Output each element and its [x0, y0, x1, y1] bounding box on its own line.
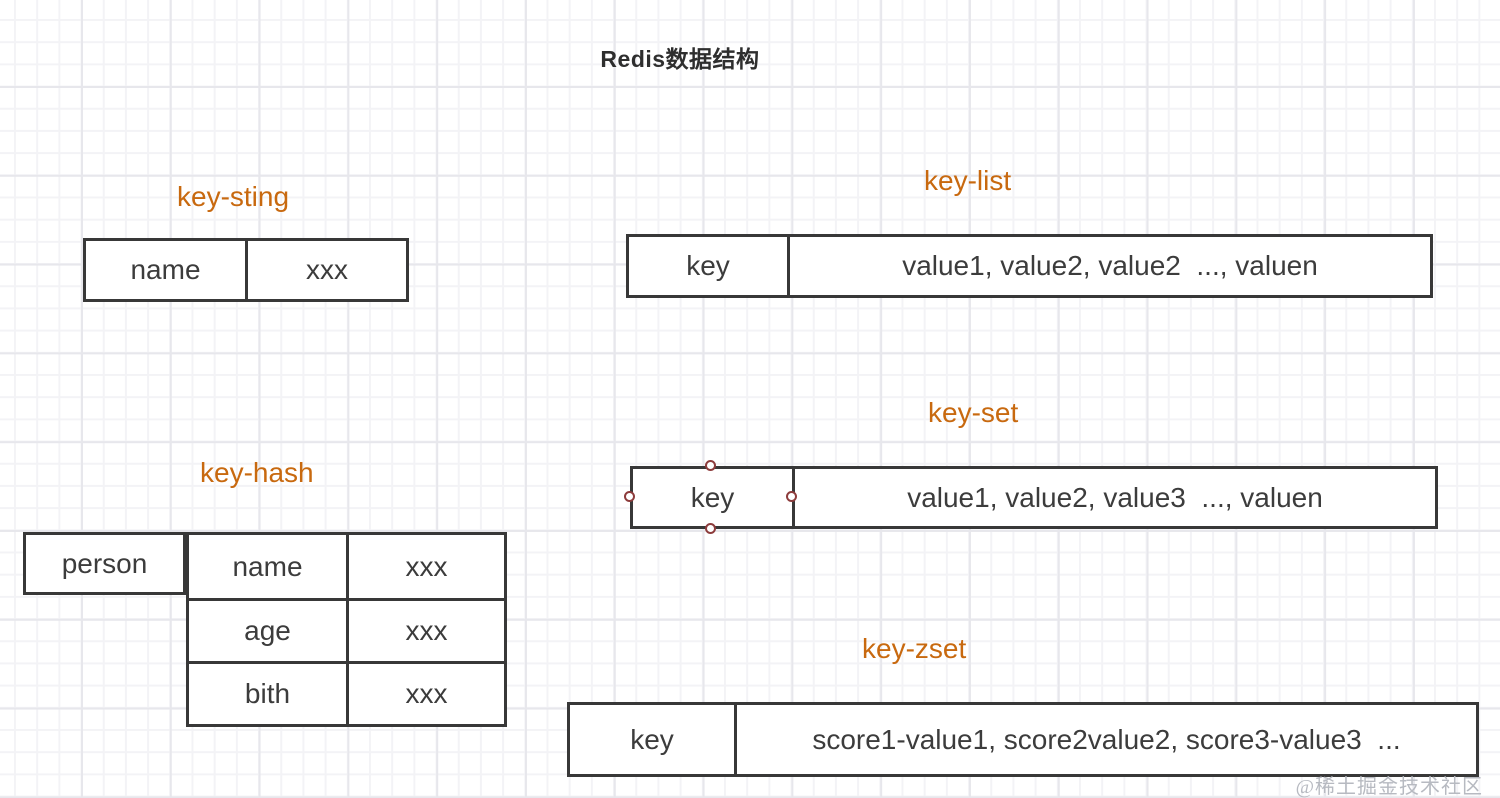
key-cell: name: [130, 254, 201, 285]
key-list-label: key-list: [924, 165, 1012, 196]
value-cell: score1-value1, score2value2, score3-valu…: [734, 705, 1476, 774]
watermark: @稀土掘金技术社区: [1295, 776, 1483, 798]
key-cell: key: [630, 723, 674, 755]
field-cell: bith: [244, 678, 291, 709]
key-list-table: key value1, value2, value2 ..., valuen: [626, 234, 1433, 298]
value-cell: value1, value2, value2 ..., valuen: [787, 237, 1430, 295]
table-row: bith xxx: [189, 661, 504, 724]
key-cell: key: [690, 481, 735, 513]
diagram-title: Redis数据结构: [600, 46, 760, 72]
key-string-table: name xxx: [83, 238, 409, 302]
selection-handle-bottom-icon: [705, 523, 716, 534]
value-cell: value1, value2, value3 ..., valuen: [792, 469, 1435, 526]
key-set-table: key value1, value2, value3 ..., valuen: [630, 466, 1438, 529]
field-cell: name: [232, 550, 303, 582]
table-row: name xxx: [189, 535, 504, 598]
table-row: age xxx: [189, 598, 504, 661]
key-hash-label: key-hash: [200, 457, 314, 488]
value-cell: xxx: [245, 241, 406, 299]
key-zset-table: key score1-value1, score2value2, score3-…: [567, 702, 1479, 777]
key-cell: person: [61, 547, 148, 579]
field-cell: age: [244, 615, 291, 646]
key-zset-label: key-zset: [862, 633, 967, 664]
key-hash-key-box: person: [23, 532, 186, 595]
selection-handle-top-icon: [705, 460, 716, 471]
value-cell: xxx: [346, 664, 504, 724]
value-cell: xxx: [346, 535, 504, 598]
key-string-label: key-sting: [177, 181, 290, 212]
key-set-label: key-set: [928, 397, 1019, 428]
selection-handle-right-icon: [786, 491, 797, 502]
key-cell: key: [686, 250, 730, 281]
value-cell: xxx: [346, 601, 504, 661]
selection-handle-left-icon: [624, 491, 635, 502]
key-hash-table: name xxx age xxx bith xxx: [186, 532, 507, 727]
